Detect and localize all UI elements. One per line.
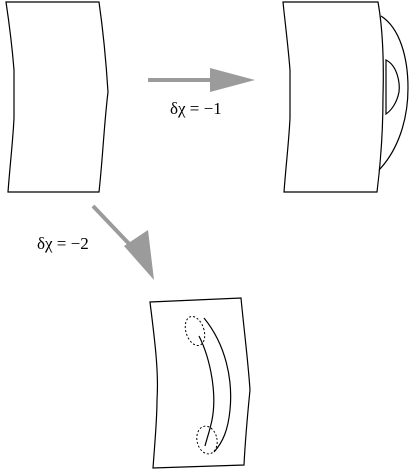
handle-inner-loop: [385, 59, 400, 116]
handle-outer: [378, 15, 409, 171]
inner-tube-right: [203, 317, 232, 453]
surface-panel-bottom: [149, 297, 251, 469]
inner-tube-left: [198, 335, 215, 447]
arrow-diagonal: [91, 204, 154, 280]
surface-panel-original: [5, 1, 109, 193]
surface-panel-with-handle: [282, 1, 409, 193]
panel-outline: [149, 297, 251, 469]
panel-outline: [282, 1, 384, 193]
boundary-disk-bottom: [196, 425, 218, 455]
arrow-diagonal-label: δχ = −2: [37, 234, 89, 253]
arrow-right: [148, 68, 255, 92]
boundary-disk-top: [184, 315, 206, 347]
arrow-right-label: δχ = −1: [170, 99, 222, 118]
